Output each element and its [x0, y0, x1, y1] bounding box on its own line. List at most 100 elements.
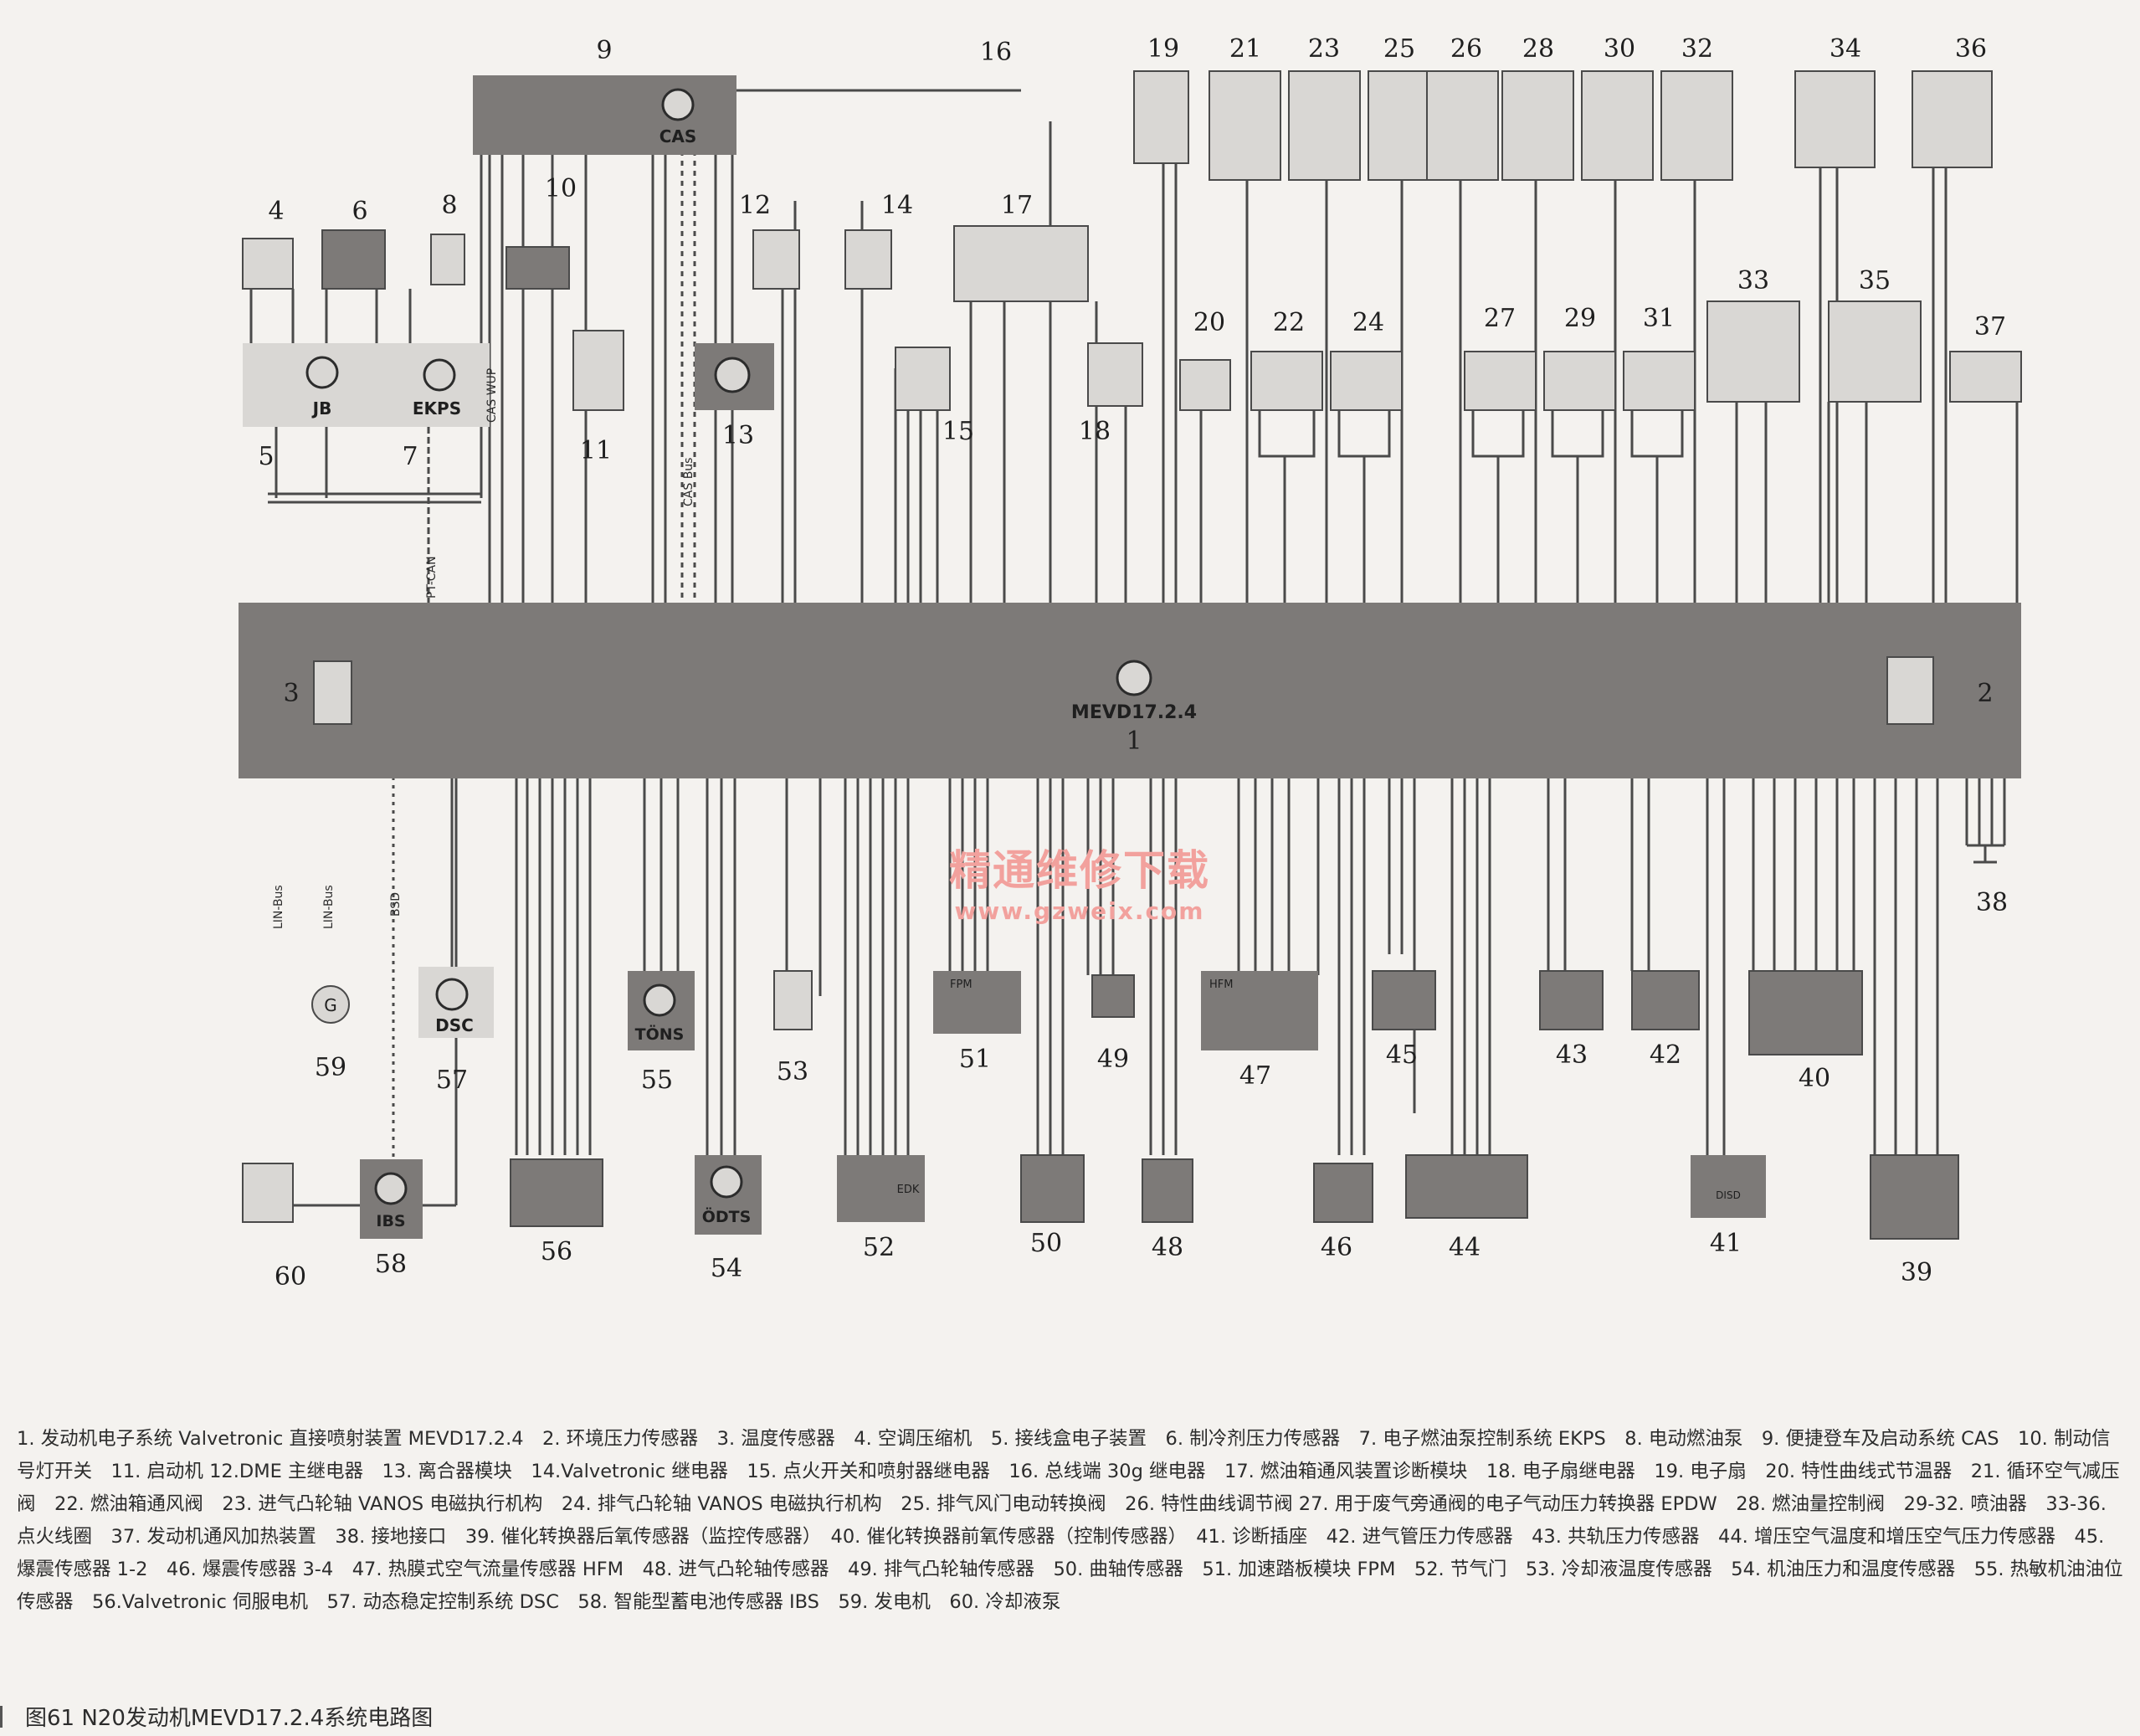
generator-icon	[311, 985, 350, 1024]
module-jb	[243, 343, 427, 427]
diag-socket-label-text: DISD	[1716, 1189, 1741, 1201]
ibs-number-text: 58	[375, 1250, 407, 1279]
module-13-number-text: 13	[722, 421, 754, 450]
component-number-12: 12	[739, 191, 771, 220]
component-number-31: 31	[1643, 304, 1675, 333]
component-number-49: 49	[1097, 1045, 1129, 1074]
wire-label-lin-bus-1-text: LIN-Bus	[272, 885, 285, 929]
legend-text: 1. 发动机电子系统 Valvetronic 直接喷射装置 MEVD17.2.4…	[17, 1428, 2123, 1613]
odts-label: ÖDTS	[702, 1206, 752, 1226]
component-number-43: 43	[1556, 1040, 1588, 1070]
wire-label-pt-can-text: PT-CAN	[425, 556, 439, 598]
wire-labels: CAS WUP CAS Bus PT-CAN LIN-Bus LIN-Bus B…	[272, 368, 695, 929]
component-number-26: 26	[1450, 34, 1482, 64]
component-number-30: 30	[1604, 34, 1635, 64]
odts-number: 54	[711, 1254, 742, 1283]
component-number-17: 17	[1001, 191, 1033, 220]
module-fpm	[933, 971, 1021, 1034]
fpm-number: 51	[959, 1045, 991, 1074]
component-number-25: 25	[1383, 34, 1415, 64]
component-number-35: 35	[1859, 266, 1891, 295]
component-number-2: 2	[1977, 679, 1993, 708]
generator-label: G	[324, 995, 337, 1015]
component-number-50: 50	[1030, 1229, 1062, 1258]
top-components	[242, 70, 2022, 411]
component-number-24: 24	[1352, 308, 1384, 337]
component-number-60: 60	[275, 1262, 306, 1292]
generator-label-text: G	[324, 995, 337, 1015]
cas-transistor-icon	[661, 88, 695, 121]
ecu-number: 1	[1126, 727, 1142, 756]
component-number-8: 8	[441, 191, 457, 220]
component-number-18: 18	[1079, 417, 1111, 446]
component-number-10: 10	[545, 174, 577, 203]
wire-label-bsd-text: BSD	[389, 892, 403, 917]
fpm-label: FPM	[950, 978, 972, 991]
component-number-32: 32	[1681, 34, 1713, 64]
component-number-48: 48	[1152, 1233, 1183, 1262]
component-number-37: 37	[1974, 312, 2006, 342]
ibs-label-text: IBS	[376, 1212, 405, 1230]
fpm-number-text: 51	[959, 1045, 991, 1074]
ecu-label: MEVD17.2.4	[1071, 702, 1197, 723]
tons-label: TÖNS	[635, 1024, 685, 1044]
ecu-transistor-icon	[1116, 660, 1152, 696]
ekps-transistor-icon	[423, 358, 456, 392]
jb-label: JB	[311, 398, 332, 419]
edk-label: EDK	[897, 1184, 920, 1196]
component-number-56: 56	[541, 1237, 572, 1266]
dsc-label: DSC	[435, 1015, 474, 1035]
wire-label-cas-bus: CAS Bus	[682, 458, 695, 506]
ecu-label-text: MEVD17.2.4	[1071, 702, 1197, 723]
edk-number: 52	[863, 1233, 895, 1262]
odts-label-text: ÖDTS	[702, 1206, 752, 1226]
wire-label-lin-bus-2-text: LIN-Bus	[322, 885, 336, 929]
component-number-33: 33	[1737, 266, 1769, 295]
dsc-transistor-icon	[435, 978, 469, 1011]
odts-number-text: 54	[711, 1254, 742, 1283]
dsc-number-text: 57	[436, 1066, 468, 1095]
sensor-3-box	[313, 660, 352, 725]
dsc-label-text: DSC	[435, 1015, 474, 1035]
component-number-39: 39	[1901, 1258, 1932, 1287]
wire-label-lin-bus-1: LIN-Bus	[272, 885, 285, 929]
component-number-29: 29	[1564, 304, 1596, 333]
ekps-number: 7	[402, 442, 418, 471]
ibs-transistor-icon	[374, 1172, 408, 1205]
generator-number: 59	[315, 1053, 346, 1082]
diag-socket-number-text: 41	[1710, 1229, 1742, 1258]
component-number-6: 6	[352, 197, 367, 226]
bottom-components	[242, 970, 1959, 1240]
component-number-22: 22	[1273, 308, 1305, 337]
tons-transistor-icon	[643, 984, 676, 1017]
figure-caption: 图61 N20发动机MEVD17.2.4系统电路图	[0, 1699, 670, 1736]
fpm-label-text: FPM	[950, 978, 972, 991]
component-number-27: 27	[1484, 304, 1516, 333]
edk-number-text: 52	[863, 1233, 895, 1262]
wire-label-cas-wup-text: CAS WUP	[485, 368, 499, 423]
component-number-45: 45	[1386, 1040, 1418, 1070]
wire-label-cas-wup: CAS WUP	[485, 368, 499, 423]
module-diag-socket	[1691, 1155, 1766, 1218]
jb-label-text: JB	[311, 398, 332, 419]
module-edk	[837, 1155, 925, 1222]
edk-label-text: EDK	[897, 1184, 920, 1196]
component-number-44: 44	[1449, 1233, 1481, 1262]
component-number-28: 28	[1522, 34, 1554, 64]
jb-transistor-icon	[305, 356, 339, 389]
cas-number: 9	[596, 36, 612, 65]
module-hfm	[1201, 971, 1318, 1050]
component-number-38: 38	[1976, 888, 2008, 917]
component-number-19: 19	[1147, 34, 1179, 64]
cas-label-text: CAS	[659, 126, 697, 146]
component-number-20: 20	[1193, 308, 1225, 337]
module-cas	[473, 75, 736, 155]
circuit-diagram: MEVD17.2.4 1 CAS 9 JB 5 EKPS 7 13	[239, 34, 2022, 1292]
ibs-label: IBS	[376, 1212, 405, 1230]
module-13-number: 13	[722, 421, 754, 450]
component-number-4: 4	[268, 197, 284, 226]
caption-bar	[0, 1706, 3, 1728]
hfm-number: 47	[1239, 1061, 1271, 1091]
ekps-label: EKPS	[413, 398, 461, 419]
